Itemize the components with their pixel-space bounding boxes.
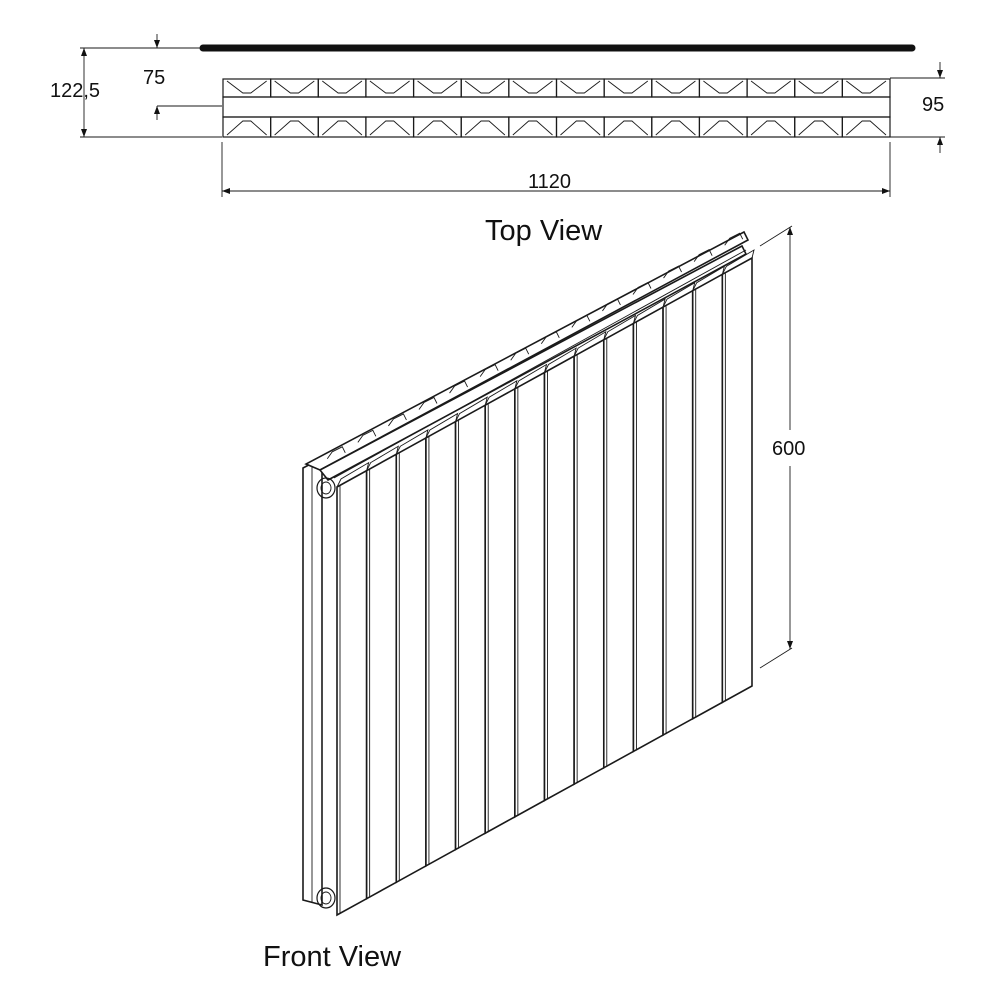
top-section <box>365 116 415 138</box>
top-section <box>698 78 748 98</box>
top-section <box>794 116 843 138</box>
top-section <box>746 116 796 138</box>
front-column <box>365 445 399 900</box>
dim-height: 600 <box>759 225 805 669</box>
front-view: 600 Front View <box>263 225 805 973</box>
front-column <box>632 298 666 753</box>
header-notch <box>602 298 621 312</box>
top-section <box>222 78 272 98</box>
top-view-back-row <box>222 116 891 138</box>
dim-width-label: 1120 <box>528 171 571 193</box>
header-notch <box>693 249 713 262</box>
top-section <box>222 116 272 138</box>
top-section <box>412 78 462 98</box>
bottom-pipe-end <box>316 887 336 909</box>
front-column <box>662 281 696 737</box>
front-column <box>573 330 607 786</box>
front-view-title: Front View <box>263 941 402 973</box>
top-section <box>555 116 605 138</box>
header-notch <box>724 232 744 246</box>
top-section <box>270 78 319 98</box>
top-view-front-row <box>222 78 891 98</box>
dim-height-label: 600 <box>772 438 805 460</box>
dim-panel-depth-label: 95 <box>922 94 944 116</box>
top-section <box>508 78 558 98</box>
top-section <box>317 116 367 138</box>
front-column <box>425 412 459 868</box>
top-section <box>794 78 843 98</box>
front-column <box>336 461 370 917</box>
top-section <box>841 116 891 138</box>
top-pipe-end <box>316 477 336 499</box>
top-section <box>651 78 701 98</box>
header-front-rail <box>318 244 748 482</box>
top-section <box>412 116 462 138</box>
front-column <box>721 249 755 704</box>
front-column <box>484 379 518 835</box>
front-column <box>454 396 488 851</box>
top-section <box>270 116 319 138</box>
header-notch <box>357 429 377 443</box>
header-notch <box>326 446 346 460</box>
top-section <box>508 116 558 138</box>
top-section <box>603 78 653 98</box>
dim-wall-offset: 75 <box>143 34 222 120</box>
front-column <box>691 265 726 721</box>
side-plate <box>302 456 323 907</box>
header-notch <box>479 364 499 377</box>
manifold-bar <box>222 96 891 118</box>
top-header <box>304 230 750 482</box>
header-notch <box>510 347 530 361</box>
header-notch <box>663 265 682 279</box>
top-section <box>651 116 701 138</box>
front-column <box>602 314 637 770</box>
top-section <box>365 78 415 98</box>
top-section <box>603 116 653 138</box>
front-columns <box>336 249 755 917</box>
dim-width: 1120 <box>221 142 891 197</box>
header-notch <box>449 380 468 394</box>
header-notch <box>540 331 560 345</box>
front-column <box>514 363 548 819</box>
dim-wall-offset-label: 75 <box>143 67 165 89</box>
dim-panel-depth: 95 <box>890 62 945 153</box>
top-section <box>317 78 367 98</box>
front-column <box>395 428 429 884</box>
top-view-title: Top View <box>485 215 603 247</box>
top-section <box>460 78 510 98</box>
top-section <box>698 116 748 138</box>
header-notch <box>418 396 438 410</box>
dim-overall-depth-label: 122,5 <box>50 80 100 102</box>
top-section <box>555 78 605 98</box>
dim-overall-depth: 122,5 <box>50 47 222 138</box>
top-section <box>460 116 510 138</box>
header-notch <box>571 314 591 328</box>
top-section <box>746 78 796 98</box>
top-view: 122,5 75 95 1120 <box>50 34 945 247</box>
front-column <box>543 347 577 802</box>
header-notch <box>388 413 407 427</box>
top-section <box>841 78 891 98</box>
header-notch <box>632 281 652 295</box>
